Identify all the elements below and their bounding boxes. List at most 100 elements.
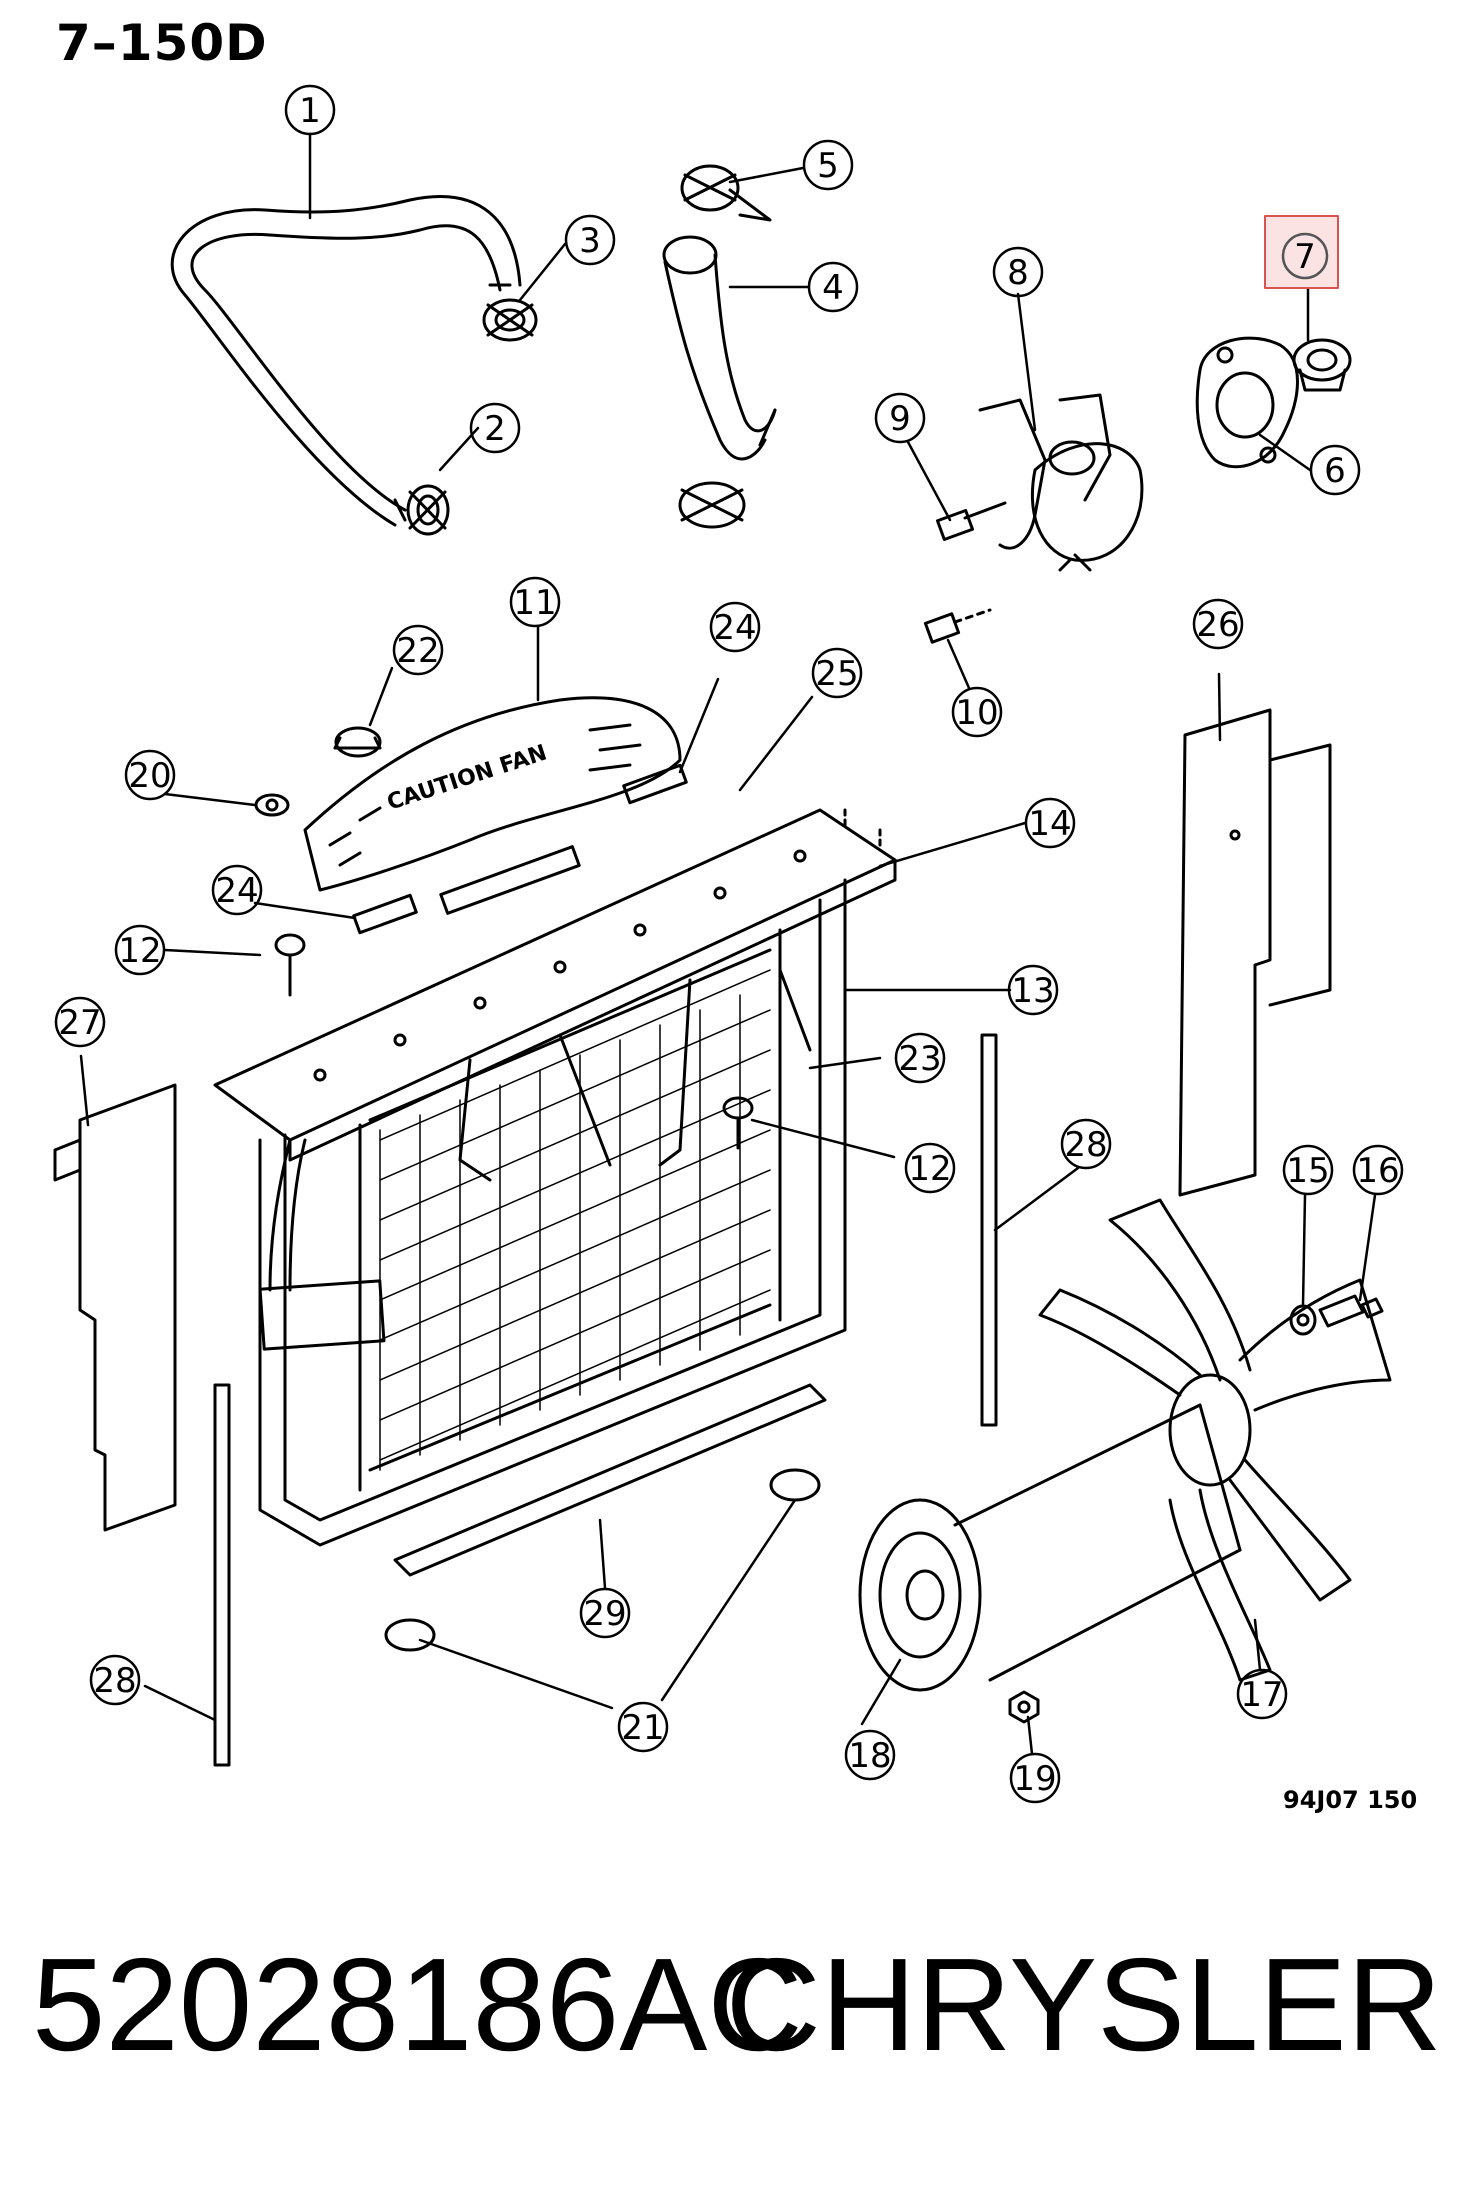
thermostat	[1292, 338, 1352, 392]
callout-19: 19	[1009, 1752, 1061, 1804]
callout-17: 17	[1236, 1668, 1288, 1720]
callout-12-top: 12	[114, 924, 166, 976]
callout-19-label: 19	[1013, 1759, 1056, 1799]
callout-28-left-label: 28	[93, 1661, 136, 1701]
callout-12-top-label: 12	[118, 931, 161, 971]
callout-29: 29	[579, 1587, 631, 1639]
brand-name: CHRYSLER	[725, 1931, 1442, 2078]
callout-24-top: 24	[709, 601, 761, 653]
callout-22: 22	[392, 624, 444, 676]
callout-21: 21	[617, 1701, 669, 1753]
radiator-grommet-right	[769, 1468, 821, 1502]
callout-14: 14	[1024, 797, 1076, 849]
thermostat-housing	[978, 393, 1144, 572]
hose-clamp-bottom	[678, 481, 746, 529]
exploded-parts-diagram: CAUTION FAN	[53, 84, 1417, 1814]
callout-8-label: 8	[1007, 253, 1029, 293]
callout-27: 27	[54, 996, 106, 1048]
callout-23: 23	[894, 1032, 946, 1084]
fan-nut	[1008, 1690, 1040, 1724]
callout-15-label: 15	[1286, 1151, 1329, 1191]
seal-strip-bottom	[393, 1383, 827, 1577]
callout-29-label: 29	[583, 1594, 626, 1634]
callout-5: 5	[802, 139, 854, 191]
callout-2: 2	[469, 402, 521, 454]
callout-24-left-label: 24	[215, 871, 258, 911]
callout-7-label: 7	[1294, 237, 1316, 277]
callout-3: 3	[564, 214, 616, 266]
callout-6-label: 6	[1324, 451, 1346, 491]
part-footer: 52028186AC CHRYSLER	[32, 1935, 1442, 2075]
fan-bolt	[1318, 1294, 1384, 1328]
housing-stud-bolt	[923, 608, 992, 644]
callout-26: 26	[1192, 598, 1244, 650]
callout-6: 6	[1309, 444, 1361, 496]
callout-20-label: 20	[128, 756, 171, 796]
callout-10: 10	[951, 686, 1003, 738]
callout-17-label: 17	[1240, 1675, 1283, 1715]
callout-3-label: 3	[579, 221, 601, 261]
upper-radiator-hose	[170, 195, 522, 527]
radiator-top-support	[213, 803, 897, 1162]
callout-leaders	[79, 132, 1377, 1756]
callout-28-left: 28	[89, 1654, 141, 1706]
callout-5-label: 5	[817, 146, 839, 186]
callout-28-right: 28	[1060, 1118, 1112, 1170]
callout-22-label: 22	[396, 631, 439, 671]
support-bolt-top	[274, 933, 306, 997]
fan-blade	[1038, 1198, 1392, 1682]
callout-12-side-label: 12	[908, 1149, 951, 1189]
callout-1: 1	[284, 84, 336, 136]
foam-strip-middle	[439, 845, 581, 915]
callout-20: 20	[124, 749, 176, 801]
callout-8: 8	[992, 246, 1044, 298]
drawing-id: 94J07 150	[1283, 1786, 1417, 1814]
callout-4-label: 4	[822, 268, 844, 308]
callout-13: 13	[1007, 964, 1059, 1016]
callout-13-label: 13	[1011, 971, 1054, 1011]
callout-14-label: 14	[1028, 804, 1071, 844]
radiator-grommet-left	[384, 1618, 436, 1652]
callout-10-label: 10	[955, 693, 998, 733]
hose-clamp-top	[680, 164, 772, 222]
radiator-assembly	[258, 878, 847, 1547]
callout-9-label: 9	[889, 399, 911, 439]
foam-strip-left	[352, 893, 418, 935]
foam-strip-upper	[622, 763, 688, 805]
callout-25-label: 25	[815, 654, 858, 694]
support-bolt-side	[722, 1096, 754, 1150]
callout-27-label: 27	[58, 1003, 101, 1043]
callout-24-top-label: 24	[713, 608, 756, 648]
callout-18: 18	[844, 1729, 896, 1781]
thermostat-gasket	[1195, 336, 1299, 469]
air-seal-left	[53, 1083, 177, 1532]
hose-clamp-upper	[482, 298, 538, 342]
callout-11: 11	[509, 576, 561, 628]
page-title: 7–150D	[56, 14, 268, 72]
callout-25: 25	[811, 647, 863, 699]
callout-23-label: 23	[898, 1039, 941, 1079]
callout-2-label: 2	[484, 409, 506, 449]
callout-24-left: 24	[211, 864, 263, 916]
hose-clamp-lower	[406, 484, 450, 536]
callout-26-label: 26	[1196, 605, 1239, 645]
callout-1-label: 1	[299, 91, 321, 131]
seal-strip-left	[213, 1383, 231, 1767]
callout-4: 4	[807, 261, 859, 313]
air-seal-right	[1178, 708, 1332, 1197]
callout-16-label: 16	[1356, 1151, 1399, 1191]
callout-28-right-label: 28	[1064, 1125, 1107, 1165]
callout-16: 16	[1352, 1144, 1404, 1196]
callout-7-highlighted: 7	[1264, 215, 1339, 289]
part-number: 52028186AC	[32, 1931, 803, 2078]
callout-12-side: 12	[904, 1142, 956, 1194]
fan-drive-clutch	[858, 1403, 1242, 1692]
callout-21-label: 21	[621, 1708, 664, 1748]
lower-radiator-hose	[662, 235, 777, 461]
callout-18-label: 18	[848, 1736, 891, 1776]
shroud-nut	[254, 793, 290, 817]
callout-9: 9	[874, 392, 926, 444]
callout-11-label: 11	[513, 583, 556, 623]
thermostat-housing-bolt	[935, 501, 1007, 542]
shroud-grommet	[333, 726, 382, 758]
